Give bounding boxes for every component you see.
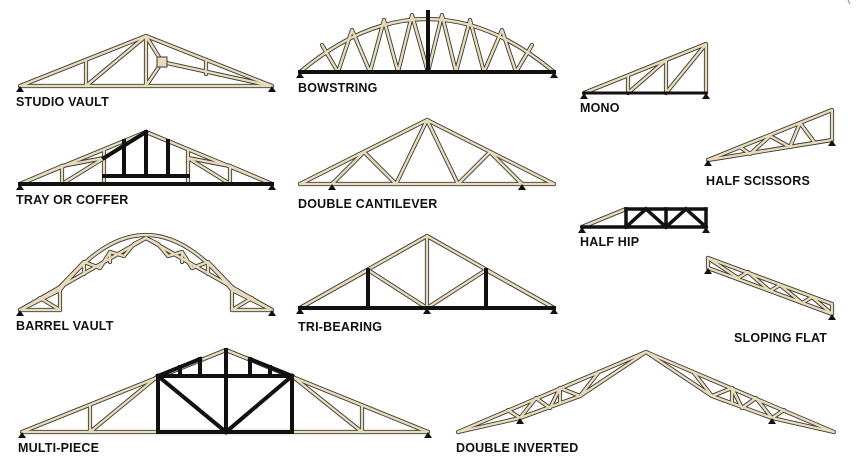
truss-mono: MONO	[580, 41, 710, 115]
truss-sloping-flat: SLOPING FLAT	[704, 255, 836, 345]
label-studio-vault: STUDIO VAULT	[16, 95, 109, 109]
label-half-hip: HALF HIP	[580, 235, 639, 249]
label-barrel-vault: BARREL VAULT	[16, 319, 114, 333]
label-sloping-flat: SLOPING FLAT	[734, 331, 827, 345]
label-bowstring: BOWSTRING	[298, 81, 378, 95]
truss-studio-vault: STUDIO VAULT	[16, 33, 276, 109]
truss-double-cantilever: DOUBLE CANTILEVER	[297, 117, 557, 211]
truss-barrel-vault: BARREL VAULT	[16, 232, 276, 333]
truss-multi-piece: MULTI-PIECE	[18, 347, 432, 455]
truss-tri-bearing: TRI-BEARING	[296, 233, 558, 334]
label-double-cantilever: DOUBLE CANTILEVER	[298, 197, 438, 211]
truss-bowstring: BOWSTRING	[296, 10, 558, 95]
label-multi-piece: MULTI-PIECE	[18, 441, 99, 455]
label-half-scissors: HALF SCISSORS	[706, 174, 810, 188]
label-tri-bearing: TRI-BEARING	[298, 320, 382, 334]
truss-half-hip: HALF HIP	[578, 206, 710, 249]
label-mono: MONO	[580, 101, 620, 115]
truss-tray-or-coffer: TRAY OR COFFER	[16, 129, 276, 207]
truss-half-scissors: HALF SCISSORS	[704, 107, 836, 188]
label-tray-or-coffer: TRAY OR COFFER	[16, 193, 129, 207]
label-double-inverted: DOUBLE INVERTED	[456, 441, 578, 455]
truss-double-inverted: DOUBLE INVERTED	[455, 349, 837, 455]
